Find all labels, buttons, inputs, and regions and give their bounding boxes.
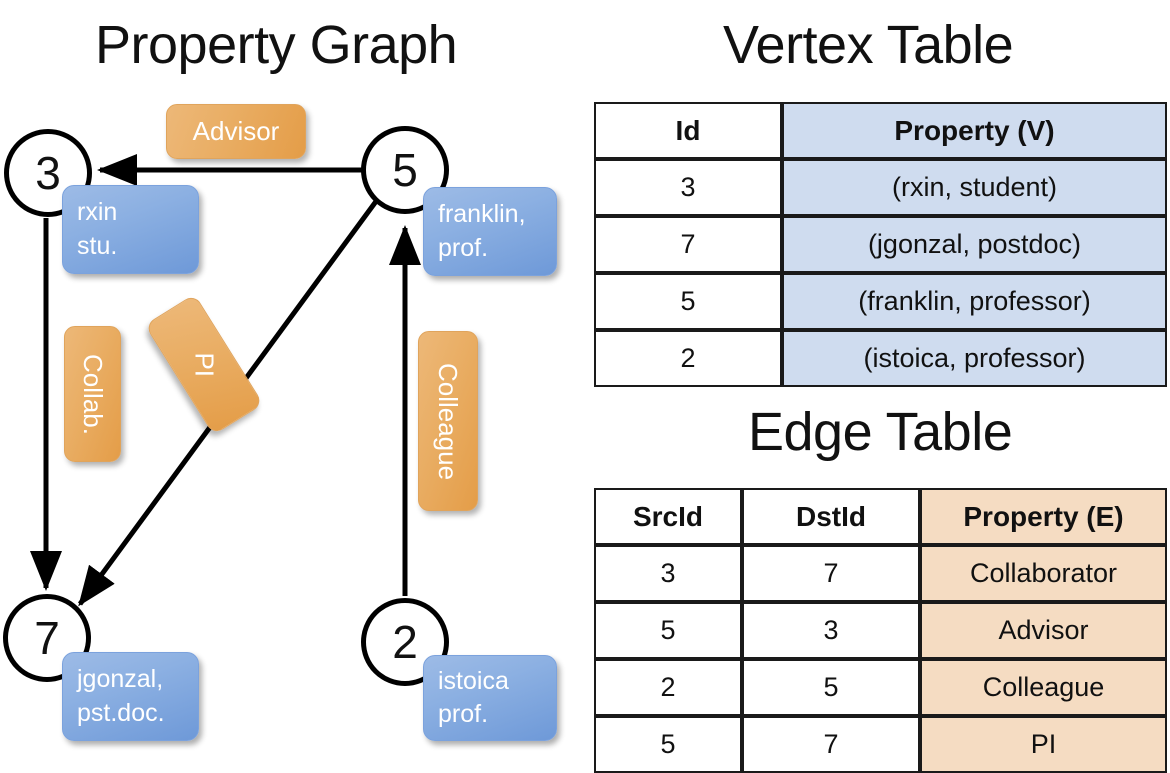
edge-cell-dstid: 3 <box>742 602 920 659</box>
edge-cell-srcid: 5 <box>594 602 742 659</box>
vertex-cell-id: 5 <box>594 273 782 330</box>
edge-cell-srcid: 5 <box>594 716 742 773</box>
edge-col-header-dstid: DstId <box>742 488 920 545</box>
edge-label-colleague: Colleague <box>418 331 478 511</box>
table-header-row: SrcId DstId Property (E) <box>594 488 1167 545</box>
edge-cell-property: PI <box>920 716 1167 773</box>
edge-table: SrcId DstId Property (E) 3 7 Collaborato… <box>594 488 1167 773</box>
vertex-property-line: pst.doc. <box>77 698 165 727</box>
edge-cell-property: Collaborator <box>920 545 1167 602</box>
edge-label-collab: Collab. <box>64 326 121 462</box>
edge-label-text: Advisor <box>192 116 280 146</box>
edge-cell-property: Colleague <box>920 659 1167 716</box>
edge-cell-dstid: 7 <box>742 716 920 773</box>
page-title-edge-table: Edge Table <box>748 402 1013 462</box>
edge-label-text: Collab. <box>78 353 108 435</box>
vertex-property-line: rxin <box>77 198 118 226</box>
table-row: 3 (rxin, student) <box>594 159 1167 216</box>
vertex-property-line: istoica <box>438 666 509 695</box>
vertex-property-line: prof. <box>438 700 489 728</box>
vertex-table: Id Property (V) 3 (rxin, student) 7 (jgo… <box>594 102 1167 387</box>
property-graph-panel: Property Graph 3 5 7 2 rxin stu. frankli… <box>0 0 585 760</box>
table-row: 3 7 Collaborator <box>594 545 1167 602</box>
table-row: 5 3 Advisor <box>594 602 1167 659</box>
table-row: 2 (istoica, professor) <box>594 330 1167 387</box>
edge-cell-dstid: 5 <box>742 659 920 716</box>
vertex-property-box-3: rxin stu. <box>62 185 199 274</box>
table-row: 5 (franklin, professor) <box>594 273 1167 330</box>
vertex-property-box-2: istoica prof. <box>423 655 557 741</box>
vertex-col-header-property: Property (V) <box>782 102 1167 159</box>
vertex-cell-id: 2 <box>594 330 782 387</box>
vertex-col-header-id: Id <box>594 102 782 159</box>
edge-label-text: PI <box>189 352 220 377</box>
vertex-cell-property: (franklin, professor) <box>782 273 1167 330</box>
table-row: 2 5 Colleague <box>594 659 1167 716</box>
table-row: 7 (jgonzal, postdoc) <box>594 216 1167 273</box>
edge-cell-srcid: 3 <box>594 545 742 602</box>
table-row: 5 7 PI <box>594 716 1167 773</box>
table-header-row: Id Property (V) <box>594 102 1167 159</box>
page-title-vertex-table: Vertex Table <box>723 15 1014 75</box>
edge-col-header-property: Property (E) <box>920 488 1167 545</box>
vertex-property-line: franklin, <box>438 200 526 228</box>
vertex-table-panel: Vertex Table Id Property (V) 3 (rxin, st… <box>585 0 1170 390</box>
vertex-cell-property: (istoica, professor) <box>782 330 1167 387</box>
vertex-property-line: jgonzal, <box>77 665 164 693</box>
graph-node-2[interactable]: 2 <box>361 598 449 686</box>
edge-cell-dstid: 7 <box>742 545 920 602</box>
graph-node-5[interactable]: 5 <box>361 126 449 214</box>
edge-cell-srcid: 2 <box>594 659 742 716</box>
edge-label-advisor: Advisor <box>166 104 306 159</box>
vertex-property-line: stu. <box>77 231 118 260</box>
vertex-cell-property: (jgonzal, postdoc) <box>782 216 1167 273</box>
vertex-cell-property: (rxin, student) <box>782 159 1167 216</box>
edge-col-header-srcid: SrcId <box>594 488 742 545</box>
vertex-cell-id: 3 <box>594 159 782 216</box>
page-title-property-graph: Property Graph <box>95 15 458 75</box>
edge-cell-property: Advisor <box>920 602 1167 659</box>
edge-label-text: Colleague <box>433 362 464 480</box>
vertex-property-line: prof. <box>438 233 489 262</box>
edge-table-panel: Edge Table SrcId DstId Property (E) 3 7 … <box>585 390 1170 773</box>
vertex-property-box-5: franklin, prof. <box>423 187 557 276</box>
vertex-cell-id: 7 <box>594 216 782 273</box>
vertex-property-box-7: jgonzal, pst.doc. <box>62 652 199 741</box>
